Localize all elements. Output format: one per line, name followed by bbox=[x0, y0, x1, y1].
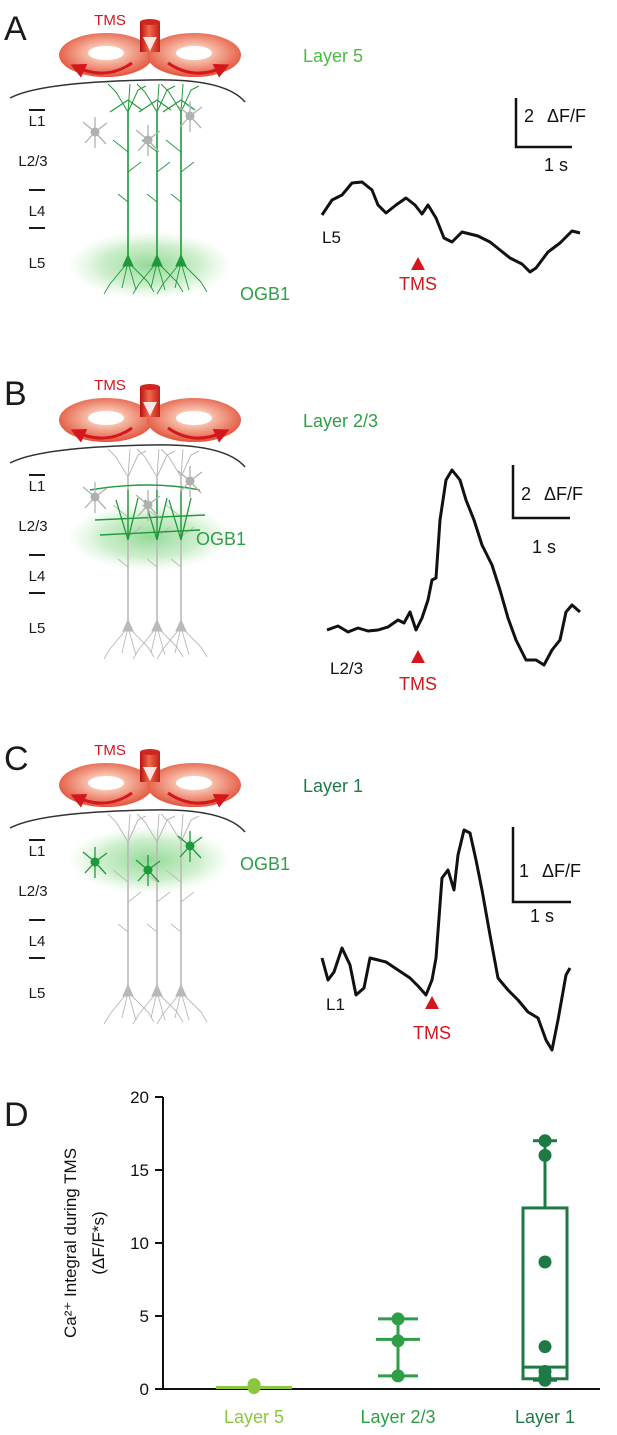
y-axis-label: Ca²⁺ Integral during TMS bbox=[61, 1148, 80, 1338]
scale-bar bbox=[514, 98, 572, 149]
y-axis-unit-label: (ΔF/F*s) bbox=[89, 1211, 108, 1274]
y-tick-label: 20 bbox=[130, 1088, 149, 1107]
panel-letter: C bbox=[4, 740, 29, 778]
data-point bbox=[538, 1373, 552, 1387]
stim-marker-icon bbox=[411, 257, 425, 270]
cortical-layer-label: L2/3 bbox=[18, 518, 47, 535]
y-tick-label: 15 bbox=[130, 1161, 149, 1180]
tuft-branch bbox=[162, 99, 196, 113]
apical-dendrite-green bbox=[168, 490, 192, 541]
panel-letter: D bbox=[4, 1096, 29, 1134]
data-point bbox=[391, 1312, 405, 1326]
cortical-layer-label: L4 bbox=[29, 933, 46, 950]
cortical-layer-label: L1 bbox=[29, 843, 46, 860]
data-point bbox=[391, 1334, 405, 1348]
neurons-illustration bbox=[82, 83, 208, 295]
cortical-layer-label: L5 bbox=[29, 985, 46, 1002]
data-point bbox=[538, 1134, 552, 1148]
tms-coil-icon bbox=[59, 749, 241, 807]
dye-label: OGB1 bbox=[240, 284, 290, 304]
cortical-layer-label: L5 bbox=[29, 620, 46, 637]
neurons-illustration bbox=[82, 448, 208, 660]
y-tick-label: 5 bbox=[140, 1307, 149, 1326]
trace-label: L1 bbox=[326, 995, 345, 1014]
coil-label: TMS bbox=[94, 377, 126, 394]
scale-value: 2 bbox=[524, 106, 534, 126]
panel-letter: A bbox=[4, 10, 27, 48]
tms-coil-icon bbox=[59, 19, 241, 77]
series-1 bbox=[216, 1378, 292, 1395]
cortical-layer-label: L4 bbox=[29, 203, 46, 220]
trace-label: L5 bbox=[322, 228, 341, 247]
series-2 bbox=[376, 1312, 420, 1383]
cortical-layer-label: L2/3 bbox=[18, 153, 47, 170]
coil-label: TMS bbox=[94, 12, 126, 29]
scale-time: 1 s bbox=[532, 537, 556, 557]
y-tick-label: 10 bbox=[130, 1234, 149, 1253]
cortical-layer-label: L5 bbox=[29, 255, 46, 272]
scale-unit: ΔF/F bbox=[547, 106, 586, 126]
cortex-surface bbox=[9, 809, 246, 833]
tuft-branch bbox=[109, 99, 143, 113]
scale-value: 1 bbox=[519, 861, 529, 881]
data-point bbox=[538, 1340, 552, 1354]
trace-label: L2/3 bbox=[330, 659, 363, 678]
layer-title: Layer 5 bbox=[303, 46, 363, 66]
panel-letter: B bbox=[4, 375, 27, 413]
cortical-layer-label: L2/3 bbox=[18, 883, 47, 900]
layer-title: Layer 2/3 bbox=[303, 411, 378, 431]
calcium-trace bbox=[320, 828, 572, 1052]
data-point bbox=[391, 1369, 405, 1383]
scale-unit: ΔF/F bbox=[544, 484, 583, 504]
dye-label: OGB1 bbox=[240, 854, 290, 874]
cortex-surface bbox=[9, 79, 246, 103]
stim-marker-icon bbox=[411, 650, 425, 663]
cortical-layer-label: L4 bbox=[29, 568, 46, 585]
data-point bbox=[538, 1255, 552, 1269]
layer-title: Layer 1 bbox=[303, 776, 363, 796]
x-tick-label: Layer 1 bbox=[515, 1407, 575, 1427]
cortical-layer-label: L1 bbox=[29, 478, 46, 495]
x-tick-label: Layer 2/3 bbox=[360, 1407, 435, 1427]
dye-glow bbox=[68, 231, 232, 299]
y-tick-label: 0 bbox=[140, 1380, 149, 1399]
interneuron-icon bbox=[82, 116, 108, 149]
stim-marker-icon bbox=[425, 996, 439, 1009]
scale-time: 1 s bbox=[530, 906, 554, 926]
interneuron-icon bbox=[82, 481, 108, 514]
data-point bbox=[538, 1148, 552, 1162]
x-tick-label: Layer 5 bbox=[224, 1407, 284, 1427]
coil-label: TMS bbox=[94, 742, 126, 759]
apical-dendrite-green bbox=[115, 490, 139, 541]
cortex-surface bbox=[9, 444, 246, 468]
dye-label: OGB1 bbox=[196, 529, 246, 549]
scale-bar bbox=[511, 465, 570, 520]
calcium-trace bbox=[320, 180, 581, 274]
stim-label: TMS bbox=[399, 674, 437, 694]
tms-coil-icon bbox=[59, 384, 241, 442]
scale-bar bbox=[511, 827, 571, 904]
scale-unit: ΔF/F bbox=[542, 861, 581, 881]
cortical-layer-label: L1 bbox=[29, 113, 46, 130]
scale-value: 2 bbox=[521, 484, 531, 504]
series-3 bbox=[521, 1134, 569, 1387]
stim-label: TMS bbox=[399, 274, 437, 294]
scale-time: 1 s bbox=[544, 155, 568, 175]
calcium-trace bbox=[326, 468, 581, 667]
stim-label: TMS bbox=[413, 1023, 451, 1043]
data-point bbox=[247, 1378, 261, 1392]
